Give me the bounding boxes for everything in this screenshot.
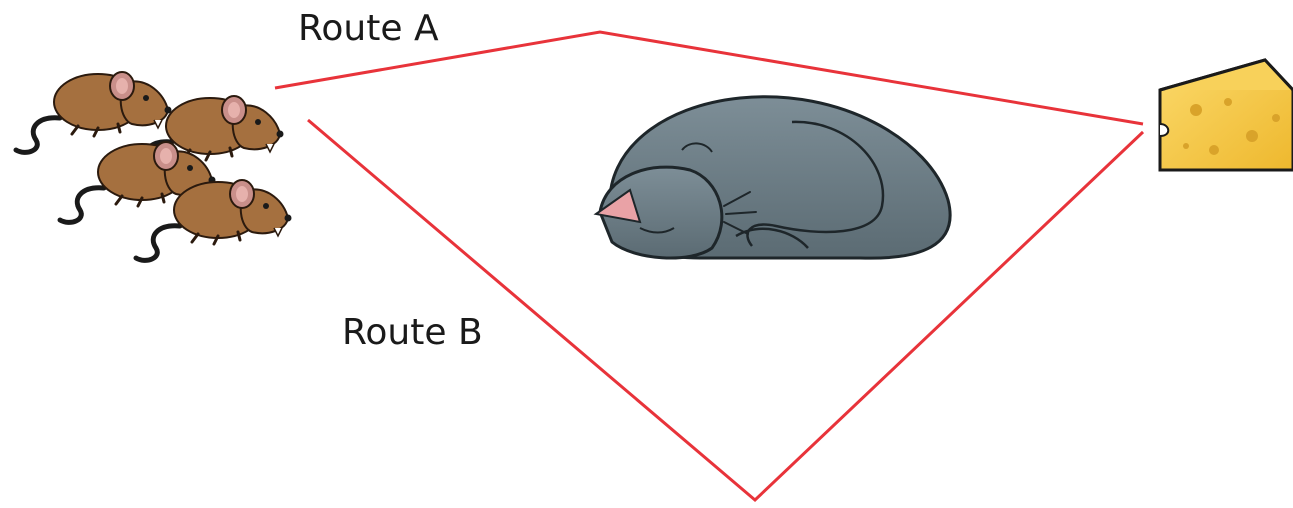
route-b-line (307, 118, 1145, 503)
sleeping-cat-illustration (593, 95, 952, 260)
cheese-illustration (1158, 58, 1293, 172)
route-a-label: Route A (298, 8, 439, 49)
mouse-1 (16, 72, 172, 152)
mice-group-illustration (16, 72, 292, 260)
route-b-label: Route B (342, 312, 483, 353)
route-a-line (274, 30, 1144, 126)
